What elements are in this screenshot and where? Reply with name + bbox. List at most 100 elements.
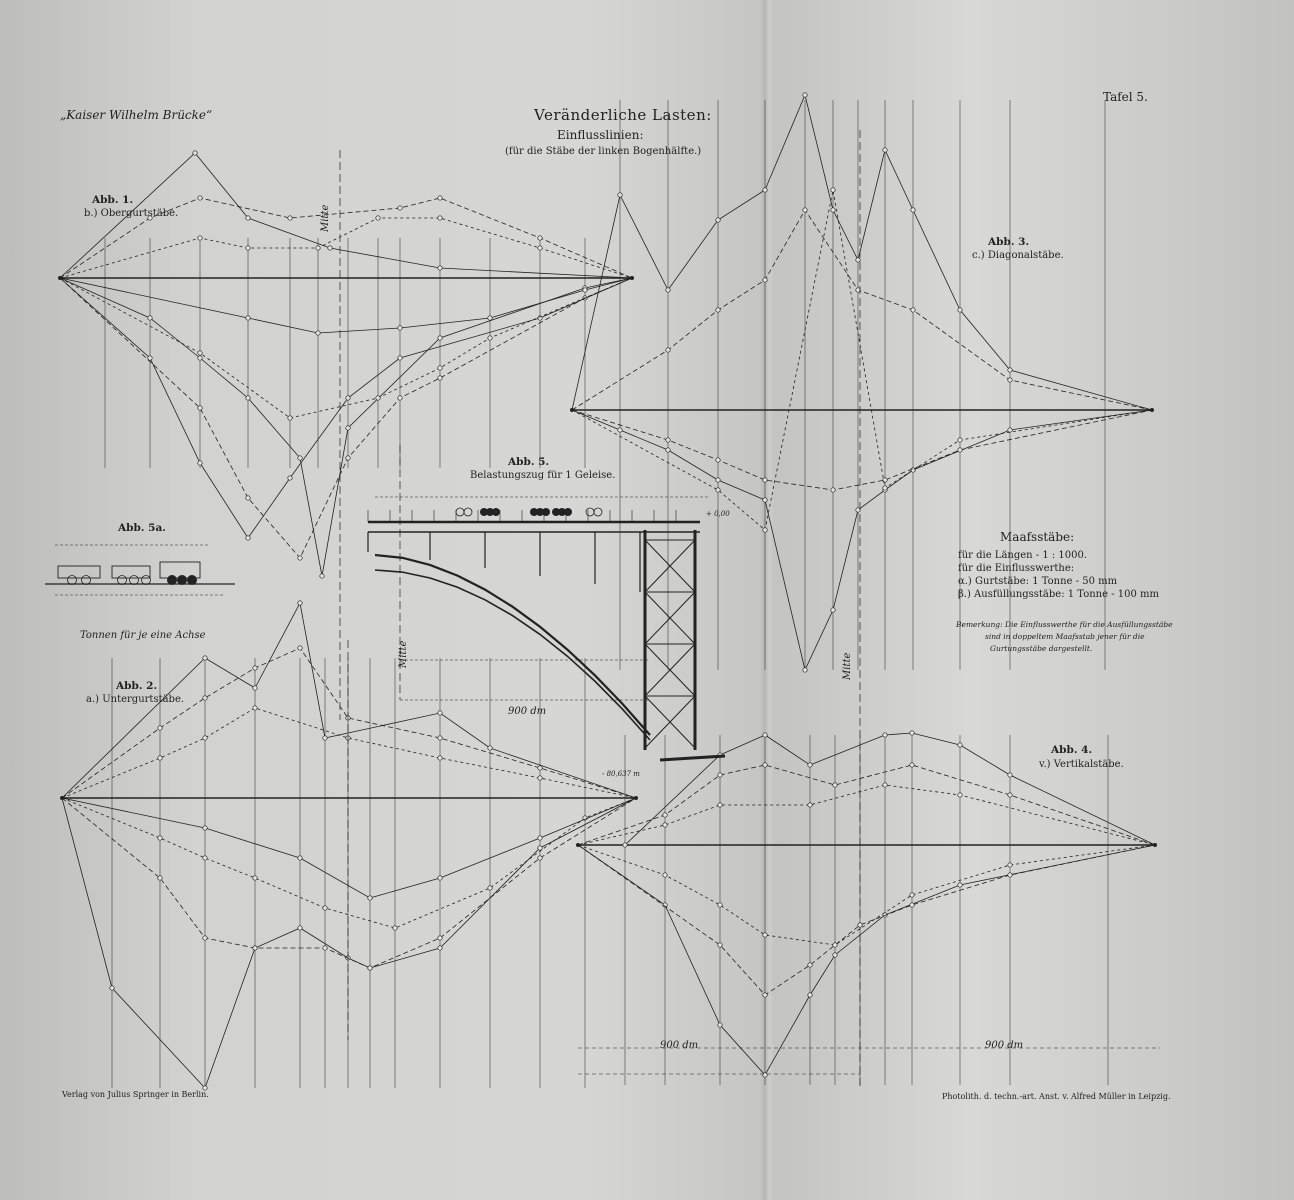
abb3-curve-node xyxy=(802,207,808,213)
abb2-curve-node xyxy=(537,835,543,841)
abb2-curve-node xyxy=(202,935,208,941)
abb5a-caption: Tonnen für je eine Achse xyxy=(80,630,206,641)
abb2-influence-line xyxy=(62,798,636,968)
abb2-curve-node xyxy=(202,825,208,831)
abb1-influence-line xyxy=(60,218,632,278)
printer-credit: Photolith. d. techn.-art. Anst. v. Alfre… xyxy=(942,1092,1171,1101)
abb1-curve-node xyxy=(287,475,293,481)
abb3-curve-node xyxy=(882,485,888,491)
abb4-curve-node xyxy=(717,942,723,948)
abb5-pier-brace xyxy=(645,540,695,592)
abb5-arch-top xyxy=(375,555,650,735)
abb2-curve-node xyxy=(437,710,443,716)
abb1-curve-node xyxy=(315,245,321,251)
abb1-label: Abb. 1. xyxy=(92,194,134,206)
page-subtitle: Einflusslinien: xyxy=(557,128,644,142)
abb1-curve-node xyxy=(147,355,153,361)
abb1-curve-node xyxy=(345,395,351,401)
page-note: (für die Stäbe der linken Bogenhälfte.) xyxy=(505,146,702,157)
abb4-curve-node xyxy=(762,732,768,738)
abb2-curve-node xyxy=(109,985,115,991)
abb1-curve-node xyxy=(315,330,321,336)
abb5-loco-wheel xyxy=(530,508,538,516)
abb1-curve-node xyxy=(287,415,293,421)
abb3-influence-line xyxy=(572,410,1152,490)
abb3-influence-line xyxy=(572,210,1152,410)
abb1-curve-node xyxy=(537,245,543,251)
mitte-label-abb5: Mitte xyxy=(398,640,409,668)
abb4-curve-node xyxy=(662,812,668,818)
abb3-curve-node xyxy=(665,447,671,453)
abb4-curve-node xyxy=(1007,792,1013,798)
abb3-curve-node xyxy=(882,477,888,483)
abb2-curve-node xyxy=(202,855,208,861)
abb5-pier-brace xyxy=(645,696,695,748)
abb1-curve-node xyxy=(437,375,443,381)
abb2-curve-node xyxy=(297,600,303,606)
abb1-curve-node xyxy=(345,455,351,461)
abb1-curve-node xyxy=(245,215,251,221)
abb1-curve-node xyxy=(245,245,251,251)
abb3-curve-node xyxy=(715,457,721,463)
abb2-curve-node xyxy=(297,855,303,861)
dim-900-abb4-left: 900 dm xyxy=(660,1040,699,1051)
abb5-pier-brace xyxy=(645,592,695,644)
abb1-curve-node xyxy=(375,395,381,401)
abb1-curve-node xyxy=(197,235,203,241)
abb2-curve-node xyxy=(367,895,373,901)
abb4-curve-node xyxy=(762,1072,768,1078)
abb1-curve-node xyxy=(197,460,203,466)
abb4-curve-node xyxy=(662,822,668,828)
abb1-curve-node xyxy=(147,315,153,321)
abb3-influence-line xyxy=(572,95,1152,410)
abb3-curve-node xyxy=(830,487,836,493)
abb3-curve-node xyxy=(855,257,861,263)
abb3-curve-node xyxy=(910,207,916,213)
abb1-influence-line xyxy=(60,153,632,278)
abb1-influence-line xyxy=(60,278,632,538)
abb5-loco-wheel xyxy=(542,508,550,516)
abb5-pier-brace xyxy=(645,644,695,696)
abb1-curve-node xyxy=(437,215,443,221)
level-label-2: - 80,637 m xyxy=(602,770,640,778)
abb1-curve-node xyxy=(197,195,203,201)
abb4-curve-node xyxy=(832,942,838,948)
bridge-name: „Kaiser Wilhelm Brücke“ xyxy=(60,108,213,122)
abb5-tender-wheel xyxy=(593,507,603,517)
abb4-curve-node xyxy=(622,842,628,848)
abb5a-label: Abb. 5a. xyxy=(118,522,166,534)
abb3-curve-node xyxy=(855,287,861,293)
abb5-loco-wheel xyxy=(480,508,488,516)
abb5-tender-wheel xyxy=(463,507,473,517)
abb2-curve-node xyxy=(157,835,163,841)
abb2-curve-node xyxy=(322,905,328,911)
abb5a-wheel xyxy=(141,575,151,585)
abb5-arch-bottom xyxy=(375,570,650,740)
abb1-influence-line xyxy=(60,278,632,558)
abb1-caption: b.) Obergurtstäbe. xyxy=(84,208,179,219)
abb2-curve-node xyxy=(202,735,208,741)
abb3-curve-node xyxy=(715,487,721,493)
abb2-curve-node xyxy=(252,685,258,691)
abb2-curve-node xyxy=(322,735,328,741)
abb2-curve-node xyxy=(157,725,163,731)
abb3-curve-node xyxy=(1007,367,1013,373)
abb5a-driving-wheel xyxy=(187,575,197,585)
abb3-caption: c.) Diagonalstäbe. xyxy=(972,250,1064,261)
dim-900-abb5: 900 dm xyxy=(508,706,547,717)
abb4-influence-line xyxy=(578,845,1155,945)
abb1-curve-node xyxy=(537,235,543,241)
level-label: + 0,00 xyxy=(706,510,730,518)
abb3-curve-node xyxy=(762,187,768,193)
abb4-influence-line xyxy=(578,733,1155,845)
abb2-curve-node xyxy=(487,745,493,751)
abb4-curve-node xyxy=(1007,872,1013,878)
abb3-curve-node xyxy=(762,277,768,283)
abb4-influence-line xyxy=(578,765,1155,845)
scales-line-4: β.) Ausfüllungsstäbe: 1 Tonne - 100 mm xyxy=(958,589,1159,600)
abb5a-driving-wheel xyxy=(167,575,177,585)
abb1-curve-node xyxy=(345,425,351,431)
abb4-curve-node xyxy=(762,932,768,938)
abb1-curve-node xyxy=(327,245,333,251)
